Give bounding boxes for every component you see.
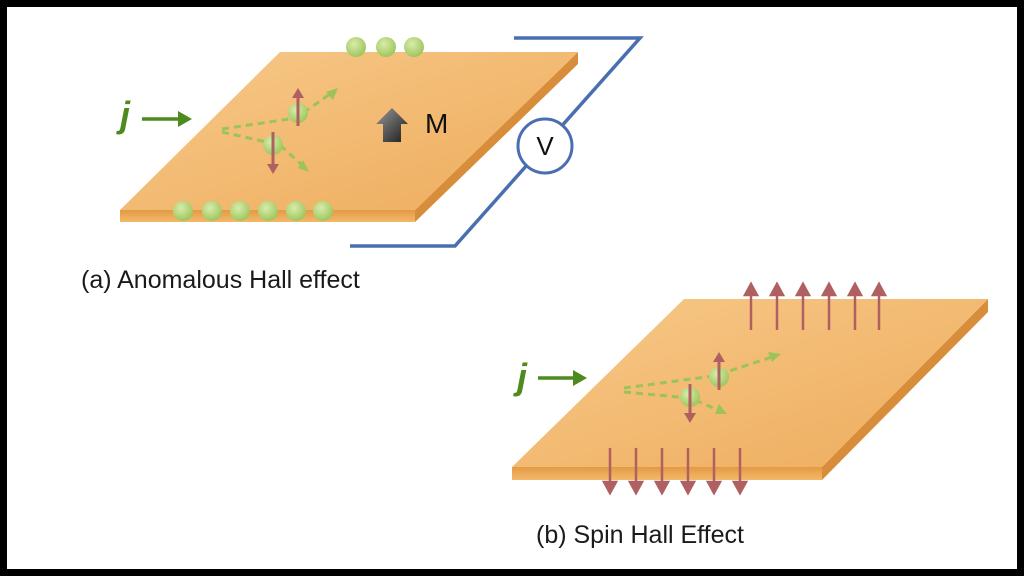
electron bbox=[286, 201, 306, 221]
path-arrowhead bbox=[326, 88, 338, 100]
magnetization-label: M bbox=[425, 108, 449, 139]
spin-electron-down-b bbox=[680, 384, 700, 423]
spin-accumulation-down bbox=[601, 448, 749, 496]
caption-spin-hall: (b) Spin Hall Effect bbox=[536, 521, 744, 549]
spin-electron-up-b bbox=[709, 352, 729, 390]
electron bbox=[404, 37, 424, 57]
electron bbox=[173, 201, 193, 221]
path-arrowhead bbox=[768, 352, 781, 362]
caption-anomalous-hall: (a) Anomalous Hall effect bbox=[81, 266, 360, 294]
voltmeter bbox=[516, 117, 574, 175]
spin-electron-up-a bbox=[288, 88, 308, 126]
path-arrowhead bbox=[298, 160, 309, 172]
current-label-a: j bbox=[120, 94, 131, 135]
spin-accumulation-up bbox=[742, 281, 888, 330]
slab-a bbox=[120, 52, 578, 222]
electron bbox=[202, 201, 222, 221]
slab-b bbox=[512, 299, 988, 480]
spin-electron-down-a bbox=[263, 132, 283, 174]
electron bbox=[376, 37, 396, 57]
electron bbox=[230, 201, 250, 221]
electron bbox=[346, 37, 366, 57]
voltmeter-label: V bbox=[536, 131, 554, 161]
magnetization-arrow bbox=[376, 108, 408, 142]
electron-row-bottom-a bbox=[173, 201, 333, 221]
current-arrow-b bbox=[538, 370, 587, 386]
current-arrow-a bbox=[142, 111, 192, 127]
current-label-b: j bbox=[517, 356, 528, 397]
path-arrowhead bbox=[715, 404, 727, 414]
electron bbox=[258, 201, 278, 221]
electron-row-top-a bbox=[346, 37, 424, 57]
electron bbox=[313, 201, 333, 221]
